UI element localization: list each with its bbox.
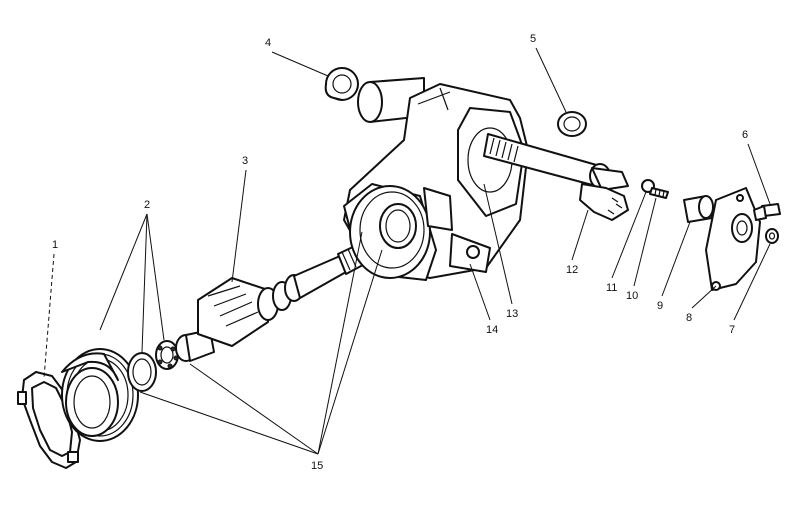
callout-15: 15: [311, 460, 323, 472]
callout-5: 5: [530, 33, 536, 45]
callout-4: 4: [265, 37, 271, 49]
part-7-washer: [765, 228, 779, 244]
part-14-gear-housing: [343, 77, 529, 281]
callout-12: 12: [566, 264, 578, 276]
part-2-ball-bearing: [155, 340, 179, 370]
leader-lines: [43, 47, 771, 455]
part-12-sector-gear: [579, 183, 629, 221]
part-6-bolt: [753, 203, 781, 221]
part-2-race-ring: [127, 352, 157, 392]
part-sector-shaft: [483, 133, 629, 191]
callout-3: 3: [242, 155, 248, 167]
callout-13: 13: [506, 308, 518, 320]
part-3-worm-shaft: [175, 237, 381, 362]
part-4-seal: [324, 67, 359, 101]
part-10-adjusting-screw: [649, 187, 669, 199]
part-8-side-cover: [705, 187, 761, 291]
callout-6: 6: [742, 129, 748, 141]
callout-9: 9: [657, 300, 663, 312]
callout-10: 10: [626, 290, 638, 302]
callout-labels: 1 2 3 4 5 6 7 8 9 10 11 12 13 14 15: [52, 33, 748, 472]
callout-1: 1: [52, 239, 58, 251]
callout-2: 2: [144, 199, 150, 211]
callout-14: 14: [486, 324, 498, 336]
part-9-bushing: [683, 195, 714, 223]
part-5-seal: [557, 111, 587, 137]
callout-7: 7: [729, 324, 735, 336]
callout-8: 8: [686, 312, 692, 324]
callout-11: 11: [606, 282, 617, 294]
part-adjuster-threaded-plug: [61, 348, 139, 442]
